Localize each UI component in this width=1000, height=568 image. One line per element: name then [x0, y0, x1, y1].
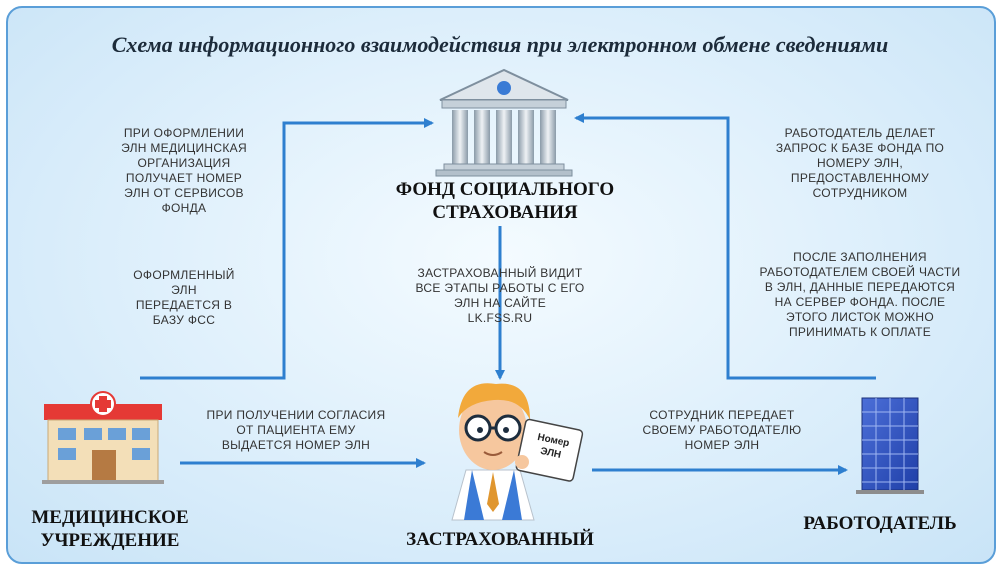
arrow-employer-to-fund — [574, 113, 876, 380]
note-line: СОТРУДНИК ПЕРЕДАЕТ — [649, 408, 795, 422]
fss-site-link[interactable]: LK.FSS.RU — [467, 311, 533, 325]
note-line: РАБОТОДАТЕЛЕМ СВОЕЙ ЧАСТИ — [759, 265, 961, 279]
note-line: ЗАСТРАХОВАННЫЙ ВИДИТ — [417, 266, 583, 280]
note-line: ПРИНИМАТЬ К ОПЛАТЕ — [788, 325, 932, 339]
note-insured-sees: ЗАСТРАХОВАННЫЙ ВИДИТ ВСЕ ЭТАПЫ РАБОТЫ С … — [380, 266, 620, 326]
note-line: ОТ ПАЦИЕНТА ЕМУ — [236, 423, 356, 437]
insured-person-icon — [451, 383, 584, 521]
diagram-title: Схема информационного взаимодействия при… — [111, 32, 889, 57]
note-line: НОМЕРУ ЭЛН, — [816, 156, 904, 170]
note-med-gets-number: ПРИ ОФОРМЛЕНИИ ЭЛН МЕДИЦИНСКАЯ ОРГАНИЗАЦ… — [84, 126, 284, 216]
note-line: РАБОТОДАТЕЛЬ ДЕЛАЕТ — [784, 126, 936, 140]
note-line: ОРГАНИЗАЦИЯ — [137, 156, 231, 170]
note-line: ВСЕ ЭТАПЫ РАБОТЫ С ЕГО — [415, 281, 585, 295]
note-line: ПОСЛЕ ЗАПОЛНЕНИЯ — [793, 250, 927, 264]
employer-building-icon — [856, 397, 924, 494]
note-line: ФОНДА — [161, 201, 207, 215]
note-line: ЗАПРОС К БАЗЕ ФОНДА ПО — [775, 141, 945, 155]
hospital-icon — [42, 391, 164, 484]
insured-label: ЗАСТРАХОВАННЫЙ — [406, 529, 594, 550]
arrow-med-to-fund — [140, 118, 434, 380]
fund-label: ФОНД СОЦИАЛЬНОГО СТРАХОВАНИЯ — [350, 178, 660, 224]
medical-label-line2: УЧРЕЖДЕНИЕ — [40, 530, 180, 551]
note-line: СОТРУДНИКОМ — [812, 186, 908, 200]
note-line: СВОЕМУ РАБОТОДАТЕЛЮ — [642, 423, 802, 437]
note-line: ПОЛУЧАЕТ НОМЕР — [125, 171, 243, 185]
fund-building-icon — [435, 68, 573, 177]
note-med-sends: ОФОРМЛЕННЫЙ ЭЛН ПЕРЕДАЕТСЯ В БАЗУ ФСС — [84, 268, 284, 328]
medical-label-line1: МЕДИЦИНСКОЕ — [31, 507, 189, 528]
note-employer-sends: ПОСЛЕ ЗАПОЛНЕНИЯ РАБОТОДАТЕЛЕМ СВОЕЙ ЧАС… — [730, 250, 990, 340]
note-line: ОФОРМЛЕННЫЙ — [133, 268, 235, 282]
medical-label: МЕДИЦИНСКОЕ УЧРЕЖДЕНИЕ — [10, 506, 210, 552]
note-line: ПРИ ОФОРМЛЕНИИ — [123, 126, 245, 140]
note-line: ЭЛН — [171, 283, 197, 297]
note-line: ЭЛН МЕДИЦИНСКАЯ — [121, 141, 247, 155]
note-line: ПЕРЕДАЕТСЯ В — [135, 298, 233, 312]
note-line: ВЫДАЕТСЯ НОМЕР ЭЛН — [221, 438, 371, 452]
note-employer-request: РАБОТОДАТЕЛЬ ДЕЛАЕТ ЗАПРОС К БАЗЕ ФОНДА … — [740, 126, 980, 201]
note-line: ЭТОГО ЛИСТОК МОЖНО — [785, 310, 934, 324]
note-line: ЭЛН НА САЙТЕ — [453, 296, 547, 310]
note-line: НА СЕРВЕР ФОНДА. ПОСЛЕ — [774, 295, 946, 309]
fund-label-line2: СТРАХОВАНИЯ — [432, 202, 578, 223]
note-line: БАЗУ ФСС — [152, 313, 216, 327]
fund-label-line1: ФОНД СОЦИАЛЬНОГО — [395, 179, 615, 200]
note-line: НОМЕР ЭЛН — [684, 438, 760, 452]
note-line: ЭЛН ОТ СЕРВИСОВ — [124, 186, 244, 200]
note-employee-passes: СОТРУДНИК ПЕРЕДАЕТ СВОЕМУ РАБОТОДАТЕЛЮ Н… — [612, 408, 832, 453]
note-consent: ПРИ ПОЛУЧЕНИИ СОГЛАСИЯ ОТ ПАЦИЕНТА ЕМУ В… — [186, 408, 406, 453]
note-line: ПРЕДОСТАВЛЕННОМУ — [790, 171, 930, 185]
employer-label: РАБОТОДАТЕЛЬ — [803, 513, 957, 534]
note-line: ПРИ ПОЛУЧЕНИИ СОГЛАСИЯ — [206, 408, 386, 422]
note-line: В ЭЛН, ДАННЫЕ ПЕРЕДАЮТСЯ — [764, 280, 956, 294]
